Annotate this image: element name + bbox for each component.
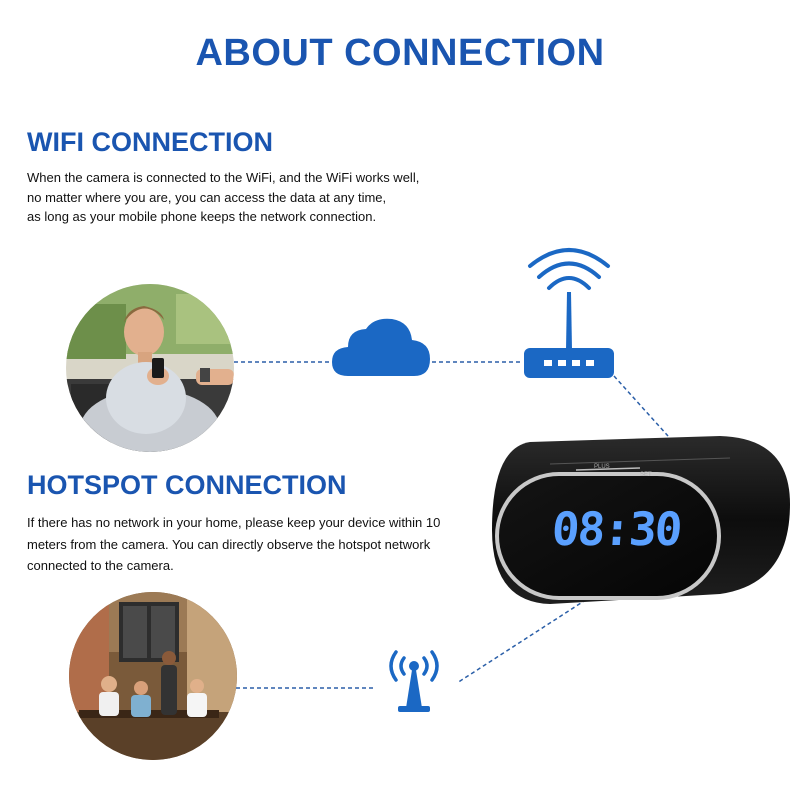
dash-line-router-camera [613,375,669,437]
wifi-text-line: as long as your mobile phone keeps the n… [27,209,377,224]
clock-button-plus: PLUS [594,464,610,470]
hotspot-text-line: connected to the camera. [27,558,174,573]
wifi-section-text: When the camera is connected to the WiFi… [27,168,419,227]
cloud-icon [330,316,432,378]
hotspot-text-line: meters from the camera. You can directly… [27,536,431,552]
router-icon [522,244,616,380]
wifi-text-line: no matter where you are, you can access … [27,189,387,205]
clock-camera: PLUS SET 08:30 [490,434,794,606]
hotspot-text-line: If there has no network in your home, pl… [27,515,441,530]
hotspot-section-title: HOTSPOT CONNECTION [27,470,347,500]
restaurant-people-photo [69,592,237,760]
clock-time-display: 08:30 [550,502,683,556]
wifi-text-line: When the camera is connected to the WiFi… [27,170,420,185]
hotspot-antenna-icon [382,646,446,716]
person-phone-photo [66,284,234,452]
clock-button-set: SET [640,472,652,478]
hotspot-section-text: If there has no network in your home, pl… [27,512,440,577]
page-title: ABOUT CONNECTION [195,32,605,74]
wifi-section-title: WIFI CONNECTION [27,127,273,157]
